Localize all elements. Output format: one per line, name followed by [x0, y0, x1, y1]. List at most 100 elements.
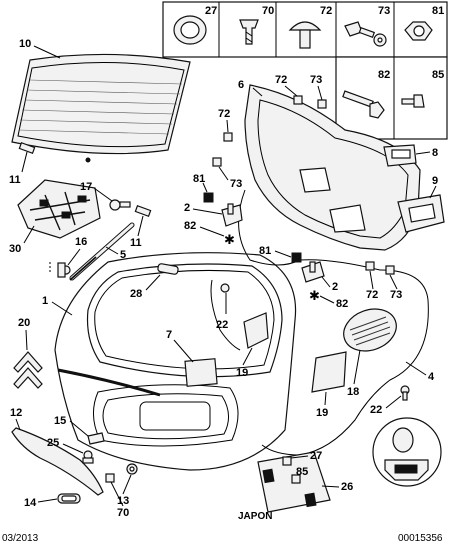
inner-trim-panel [184, 358, 218, 387]
callout-17: 17 [80, 181, 92, 193]
legend-label-70: 70 [262, 5, 274, 17]
callout-26: 26 [341, 481, 353, 493]
legend-label-72: 72 [320, 5, 332, 17]
callout-5: 5 [120, 249, 126, 261]
side-trim-panel-lower [311, 351, 347, 393]
bolt-icon [342, 90, 385, 119]
wiring-harness [17, 179, 101, 239]
rivet-icon [401, 94, 425, 108]
legend-label-73: 73 [378, 5, 390, 17]
callout-73-upper: 73 [310, 74, 322, 86]
callout-19-upper: 19 [236, 367, 248, 379]
retaining-pin-right [400, 385, 410, 401]
callout-82-right: 82 [336, 298, 348, 310]
speaker-grille [343, 308, 397, 352]
callout-13: 13 [117, 495, 129, 507]
callout-72-upper: 72 [275, 74, 287, 86]
callout-18: 18 [347, 386, 359, 398]
callout-11-left: 11 [9, 174, 21, 186]
push-clip-icon [239, 19, 259, 45]
grommet-icon [173, 15, 207, 45]
callout-72-right: 72 [366, 289, 378, 301]
bolt-82-right-marker: ✱ [309, 288, 320, 303]
screw-73-upper [317, 99, 327, 109]
side-trim-panel-upper [243, 312, 269, 349]
bolt-82-left-marker: ✱ [224, 232, 235, 247]
glazing-pad-left [18, 142, 36, 154]
bulb-holder [82, 450, 94, 464]
glazing-pad-right [134, 205, 152, 217]
callout-85: 85 [296, 466, 308, 478]
handle-surround [397, 194, 445, 233]
callout-4: 4 [428, 371, 435, 383]
screw-73-left [212, 157, 222, 167]
callout-12: 12 [10, 407, 22, 419]
grommet-27-lower [282, 456, 292, 466]
bump-pad [157, 263, 179, 275]
callout-81-right: 81 [259, 245, 271, 257]
callout-25: 25 [47, 437, 59, 449]
footer-date: 03/2013 [2, 533, 39, 544]
ball-stud [57, 262, 71, 278]
rivet-72-upper [293, 95, 303, 105]
region-label-japon: JAPON [238, 511, 272, 522]
screw-73-right [385, 265, 395, 275]
gas-strut-screw [109, 199, 131, 211]
hinge-left [221, 203, 243, 227]
callout-9: 9 [432, 175, 438, 187]
hex-nut-icon [404, 21, 433, 41]
nut-81-right [291, 252, 302, 263]
callout-15: 15 [54, 415, 66, 427]
rear-window-glass [11, 53, 191, 163]
push-rivet-icon [288, 21, 322, 49]
gas-strut [69, 222, 135, 281]
rivet-85-lower [291, 474, 301, 484]
callout-1: 1 [42, 295, 48, 307]
number-plate-trim [11, 427, 104, 496]
plate-lamp [87, 432, 105, 445]
callout-20: 20 [18, 317, 30, 329]
callout-81-left: 81 [193, 173, 205, 185]
legend-label-81: 81 [432, 5, 444, 17]
callout-2-left: 2 [184, 202, 190, 214]
callout-14: 14 [24, 497, 37, 509]
screw-washer-icon [344, 21, 387, 47]
callout-27: 27 [310, 450, 322, 462]
rivet-72-upper-left [223, 132, 233, 142]
callout-73-left: 73 [230, 178, 242, 190]
fastener-legend-grid: 27 70 72 73 81 82 85 [162, 1, 448, 140]
callout-73-right: 73 [390, 289, 402, 301]
callout-22-left: 22 [216, 319, 228, 331]
hinge-right [301, 261, 325, 283]
callout-8: 8 [432, 147, 438, 159]
weatherstrip-seal [238, 189, 429, 456]
tailgate-shell [54, 252, 297, 471]
retaining-pin-left [210, 279, 241, 351]
tailgate-handle [383, 144, 417, 167]
citroen-badge [13, 351, 43, 389]
seal-section-detail [372, 417, 442, 487]
nut-81-left [203, 192, 214, 203]
legend-label-85: 85 [432, 69, 444, 81]
clip-70-lower [105, 473, 115, 483]
callout-16: 16 [75, 236, 87, 248]
footer-reference: 00015356 [398, 533, 443, 544]
tailgate-inner-trim [244, 84, 421, 251]
callout-6: 6 [238, 79, 244, 91]
grommet-13 [126, 463, 138, 475]
callout-82-left: 82 [184, 220, 196, 232]
callout-2-right: 2 [332, 281, 338, 293]
callout-11-right: 11 [130, 237, 142, 249]
callout-19-lower: 19 [316, 407, 328, 419]
rivet-72-right [365, 261, 375, 271]
callout-22-right: 22 [370, 404, 382, 416]
callout-70: 70 [117, 507, 129, 519]
legend-label-27: 27 [205, 5, 217, 17]
callout-72-upper-left: 72 [218, 108, 230, 120]
callout-10: 10 [19, 38, 31, 50]
legend-label-82: 82 [378, 69, 390, 81]
callout-7: 7 [166, 329, 172, 341]
callout-30: 30 [9, 243, 21, 255]
callout-28: 28 [130, 288, 142, 300]
